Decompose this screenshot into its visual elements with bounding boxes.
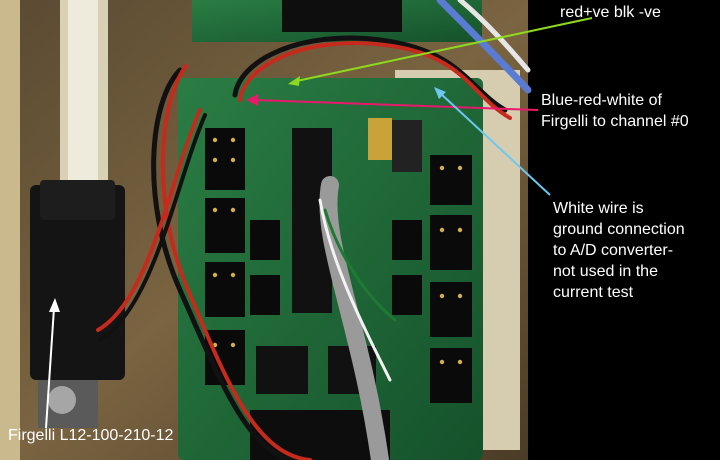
header-pins (212, 137, 463, 365)
pin-headers (205, 128, 472, 403)
annotation-power-wire: red+ve blk -ve (560, 4, 661, 21)
actuator-cap (40, 180, 115, 220)
pointer-ground-arrowhead (434, 87, 446, 99)
pointer-power-arrowhead (288, 76, 300, 86)
annotation-channel-wiring: Blue-red-white of Firgelli to channel #0 (541, 92, 689, 130)
regulator (392, 120, 422, 172)
mount-screw (48, 386, 76, 414)
pointer-actuator-arrowhead (49, 298, 60, 312)
pointer-power-line (291, 17, 593, 83)
left-wall (0, 0, 20, 460)
pointer-ground-line (439, 92, 551, 196)
annotation-actuator-model: Firgelli L12-100-210-12 (8, 427, 174, 444)
upper-connector (282, 0, 402, 32)
pointer-channel-line (253, 99, 539, 111)
annotation-ground-wire: White wire is ground connection to A/D c… (553, 200, 685, 301)
pointer-actuator-line (45, 307, 55, 429)
dip-ic-small-left (256, 346, 308, 394)
rail-highlight (68, 0, 98, 185)
pointer-channel-arrowhead (246, 94, 258, 106)
capacitor (368, 118, 392, 160)
actuator-body (30, 185, 125, 380)
black-panel (528, 0, 720, 460)
wires (96, 0, 532, 460)
